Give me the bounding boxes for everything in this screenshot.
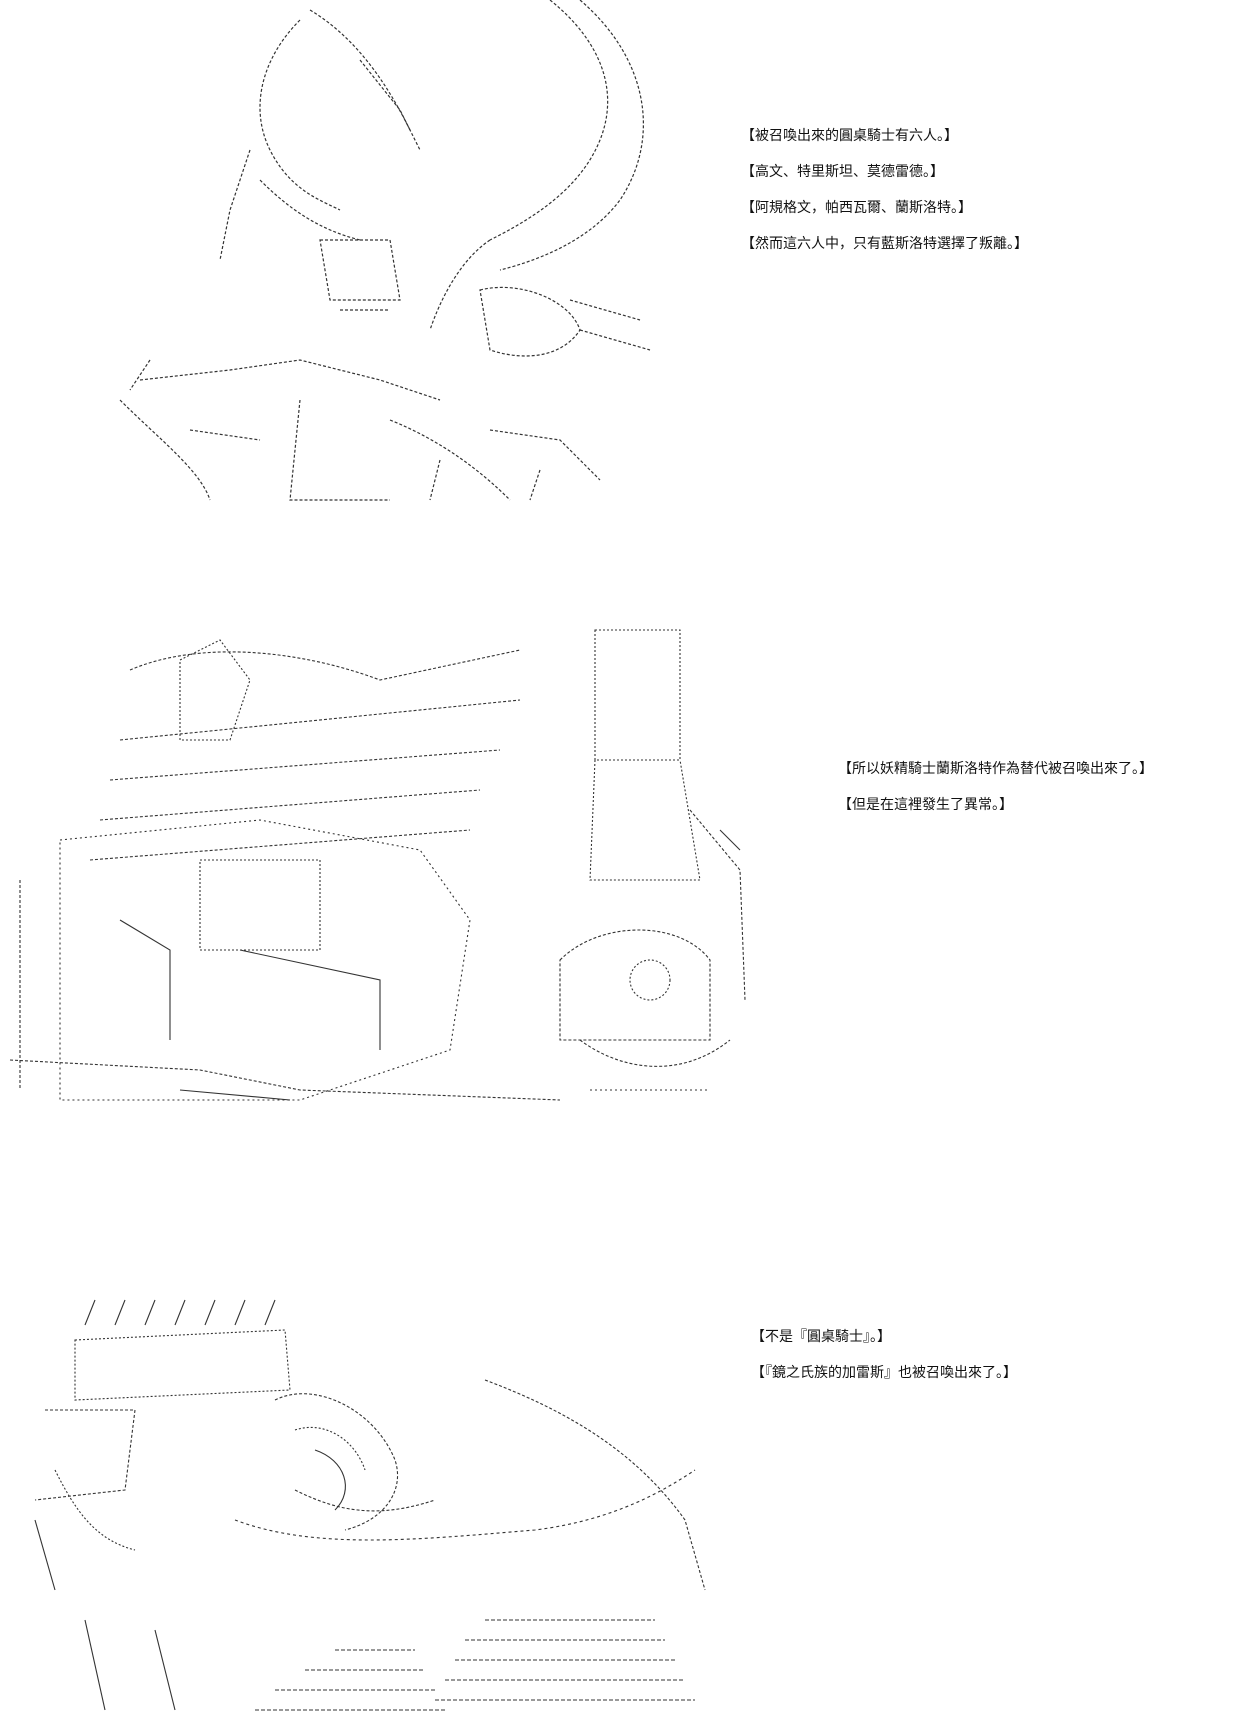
panel-3: 【不是『圓桌騎士』。】 【『鏡之氏族的加雷斯』也被召喚出來了。】: [0, 1290, 1241, 1717]
gareth-ascii-art: [15, 1290, 715, 1717]
caption-line: 【不是『圓桌騎士』。】: [751, 1329, 891, 1345]
armored-knight-ascii-art: [0, 620, 760, 1220]
caption-line: 【阿規格文，帕西瓦爾、蘭斯洛特。】: [741, 200, 972, 216]
caption-line: 【被召喚出來的圓桌騎士有六人。】: [741, 128, 958, 144]
caption-line: 【高文、特里斯坦、莫德雷德。】: [741, 164, 944, 180]
panel-2: 【所以妖精騎士蘭斯洛特作為替代被召喚出來了。】 【但是在這裡發生了異常。】: [0, 620, 1241, 1220]
caption-line: 【但是在這裡發生了異常。】: [838, 797, 1013, 813]
knight-arm-raised-ascii-art: [60, 0, 660, 560]
panel-1: 【被召喚出來的圓桌騎士有六人。】 【高文、特里斯坦、莫德雷德。】 【阿規格文，帕…: [0, 0, 1241, 560]
caption-line: 【『鏡之氏族的加雷斯』也被召喚出來了。】: [751, 1365, 1017, 1381]
caption-block: 【不是『圓桌騎士』。】 【『鏡之氏族的加雷斯』也被召喚出來了。】: [751, 1319, 1017, 1391]
caption-line: 【然而這六人中，只有藍斯洛特選擇了叛離。】: [741, 236, 1028, 252]
caption-block: 【所以妖精騎士蘭斯洛特作為替代被召喚出來了。】 【但是在這裡發生了異常。】: [838, 751, 1153, 823]
caption-block: 【被召喚出來的圓桌騎士有六人。】 【高文、特里斯坦、莫德雷德。】 【阿規格文，帕…: [741, 118, 1028, 262]
caption-line: 【所以妖精騎士蘭斯洛特作為替代被召喚出來了。】: [838, 761, 1153, 777]
